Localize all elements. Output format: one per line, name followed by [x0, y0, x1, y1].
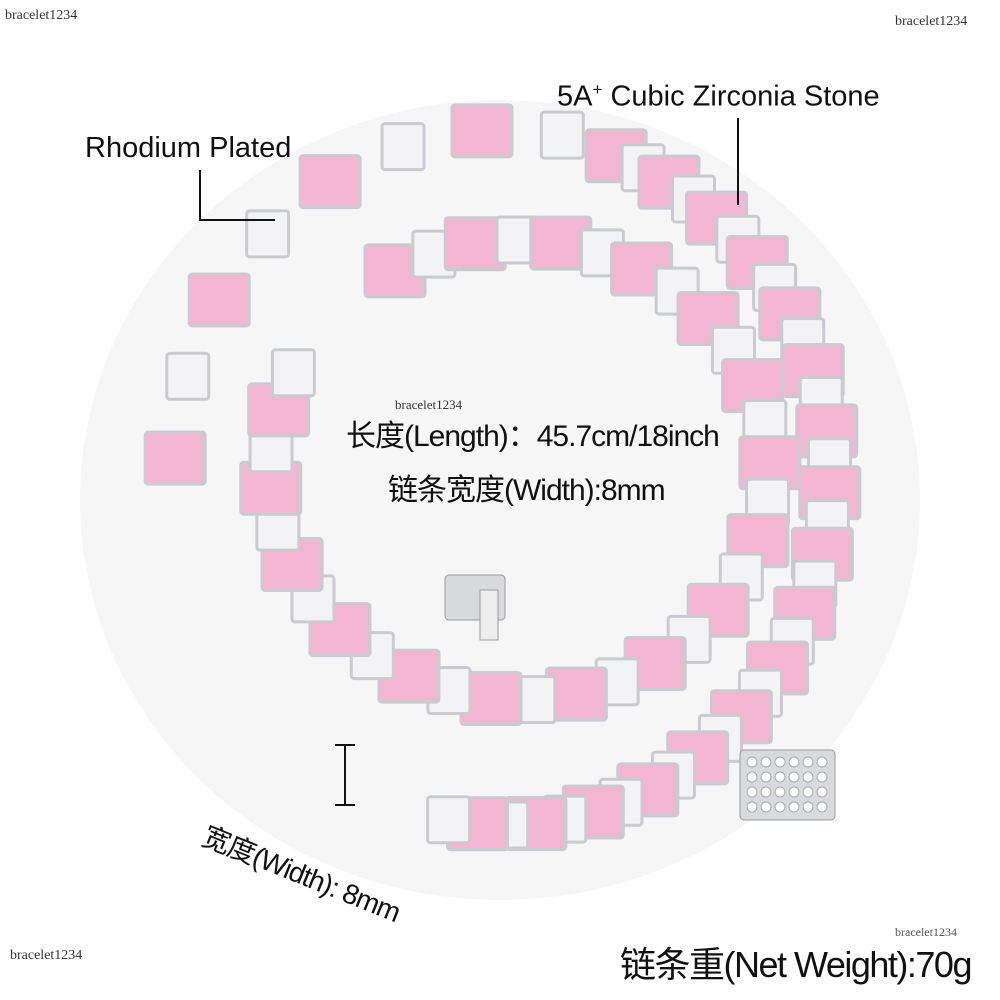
pave-stone [760, 801, 772, 813]
pave-stone [746, 771, 758, 783]
stone-grade-sup: + [592, 80, 603, 99]
pave-stone [774, 786, 786, 798]
pave-stone [816, 756, 828, 768]
stone-grade: 5A [557, 80, 593, 113]
pave-stone [746, 756, 758, 768]
pave-stone [746, 801, 758, 813]
pave-stone [802, 771, 814, 783]
pave-stone [816, 771, 828, 783]
pave-stone [788, 801, 800, 813]
zirconia-stone-label: 5A+ Cubic Zirconia Stone [557, 80, 880, 114]
white-stone [426, 795, 472, 845]
white-stone [380, 122, 426, 172]
white-stone [270, 348, 316, 398]
pave-stone [774, 801, 786, 813]
pave-stone [788, 756, 800, 768]
pave-stone [774, 756, 786, 768]
pink-stone [450, 103, 514, 159]
pave-stone [788, 771, 800, 783]
chain-width-label: 链条宽度(Width):8mm [388, 474, 666, 507]
watermark: bracelet1234 [895, 14, 968, 29]
white-stone [245, 209, 291, 259]
end-clasp [444, 574, 506, 641]
watermark: bracelet1234 [10, 948, 83, 963]
pave-stone [816, 786, 828, 798]
pave-stone [774, 771, 786, 783]
watermark: bracelet1234 [395, 397, 463, 412]
pave-stone [746, 786, 758, 798]
pave-stone [802, 756, 814, 768]
pave-stone [788, 786, 800, 798]
length-label: 长度(Length)：45.7cm/18inch [346, 420, 720, 453]
pave-stone [760, 771, 772, 783]
watermark: bracelet1234 [5, 8, 78, 23]
pink-stone [298, 154, 362, 210]
pink-stone [187, 272, 251, 328]
rhodium-pointer-line [199, 170, 275, 221]
pave-stone [802, 801, 814, 813]
chain-stones [143, 103, 862, 852]
pave-stone [760, 756, 772, 768]
width-bracket [335, 744, 355, 806]
box-clasp [739, 749, 836, 821]
watermark: bracelet1234 [895, 925, 957, 939]
pave-stone [816, 801, 828, 813]
stone-type: Cubic Zirconia Stone [602, 80, 880, 113]
white-stone [165, 351, 211, 401]
white-stone [539, 110, 585, 160]
pave-stone [760, 786, 772, 798]
rhodium-plated-label: Rhodium Plated [85, 132, 292, 164]
pink-stone [143, 430, 207, 486]
net-weight-label: 链条重(Net Weight):70g [620, 944, 972, 985]
pave-stone [802, 786, 814, 798]
